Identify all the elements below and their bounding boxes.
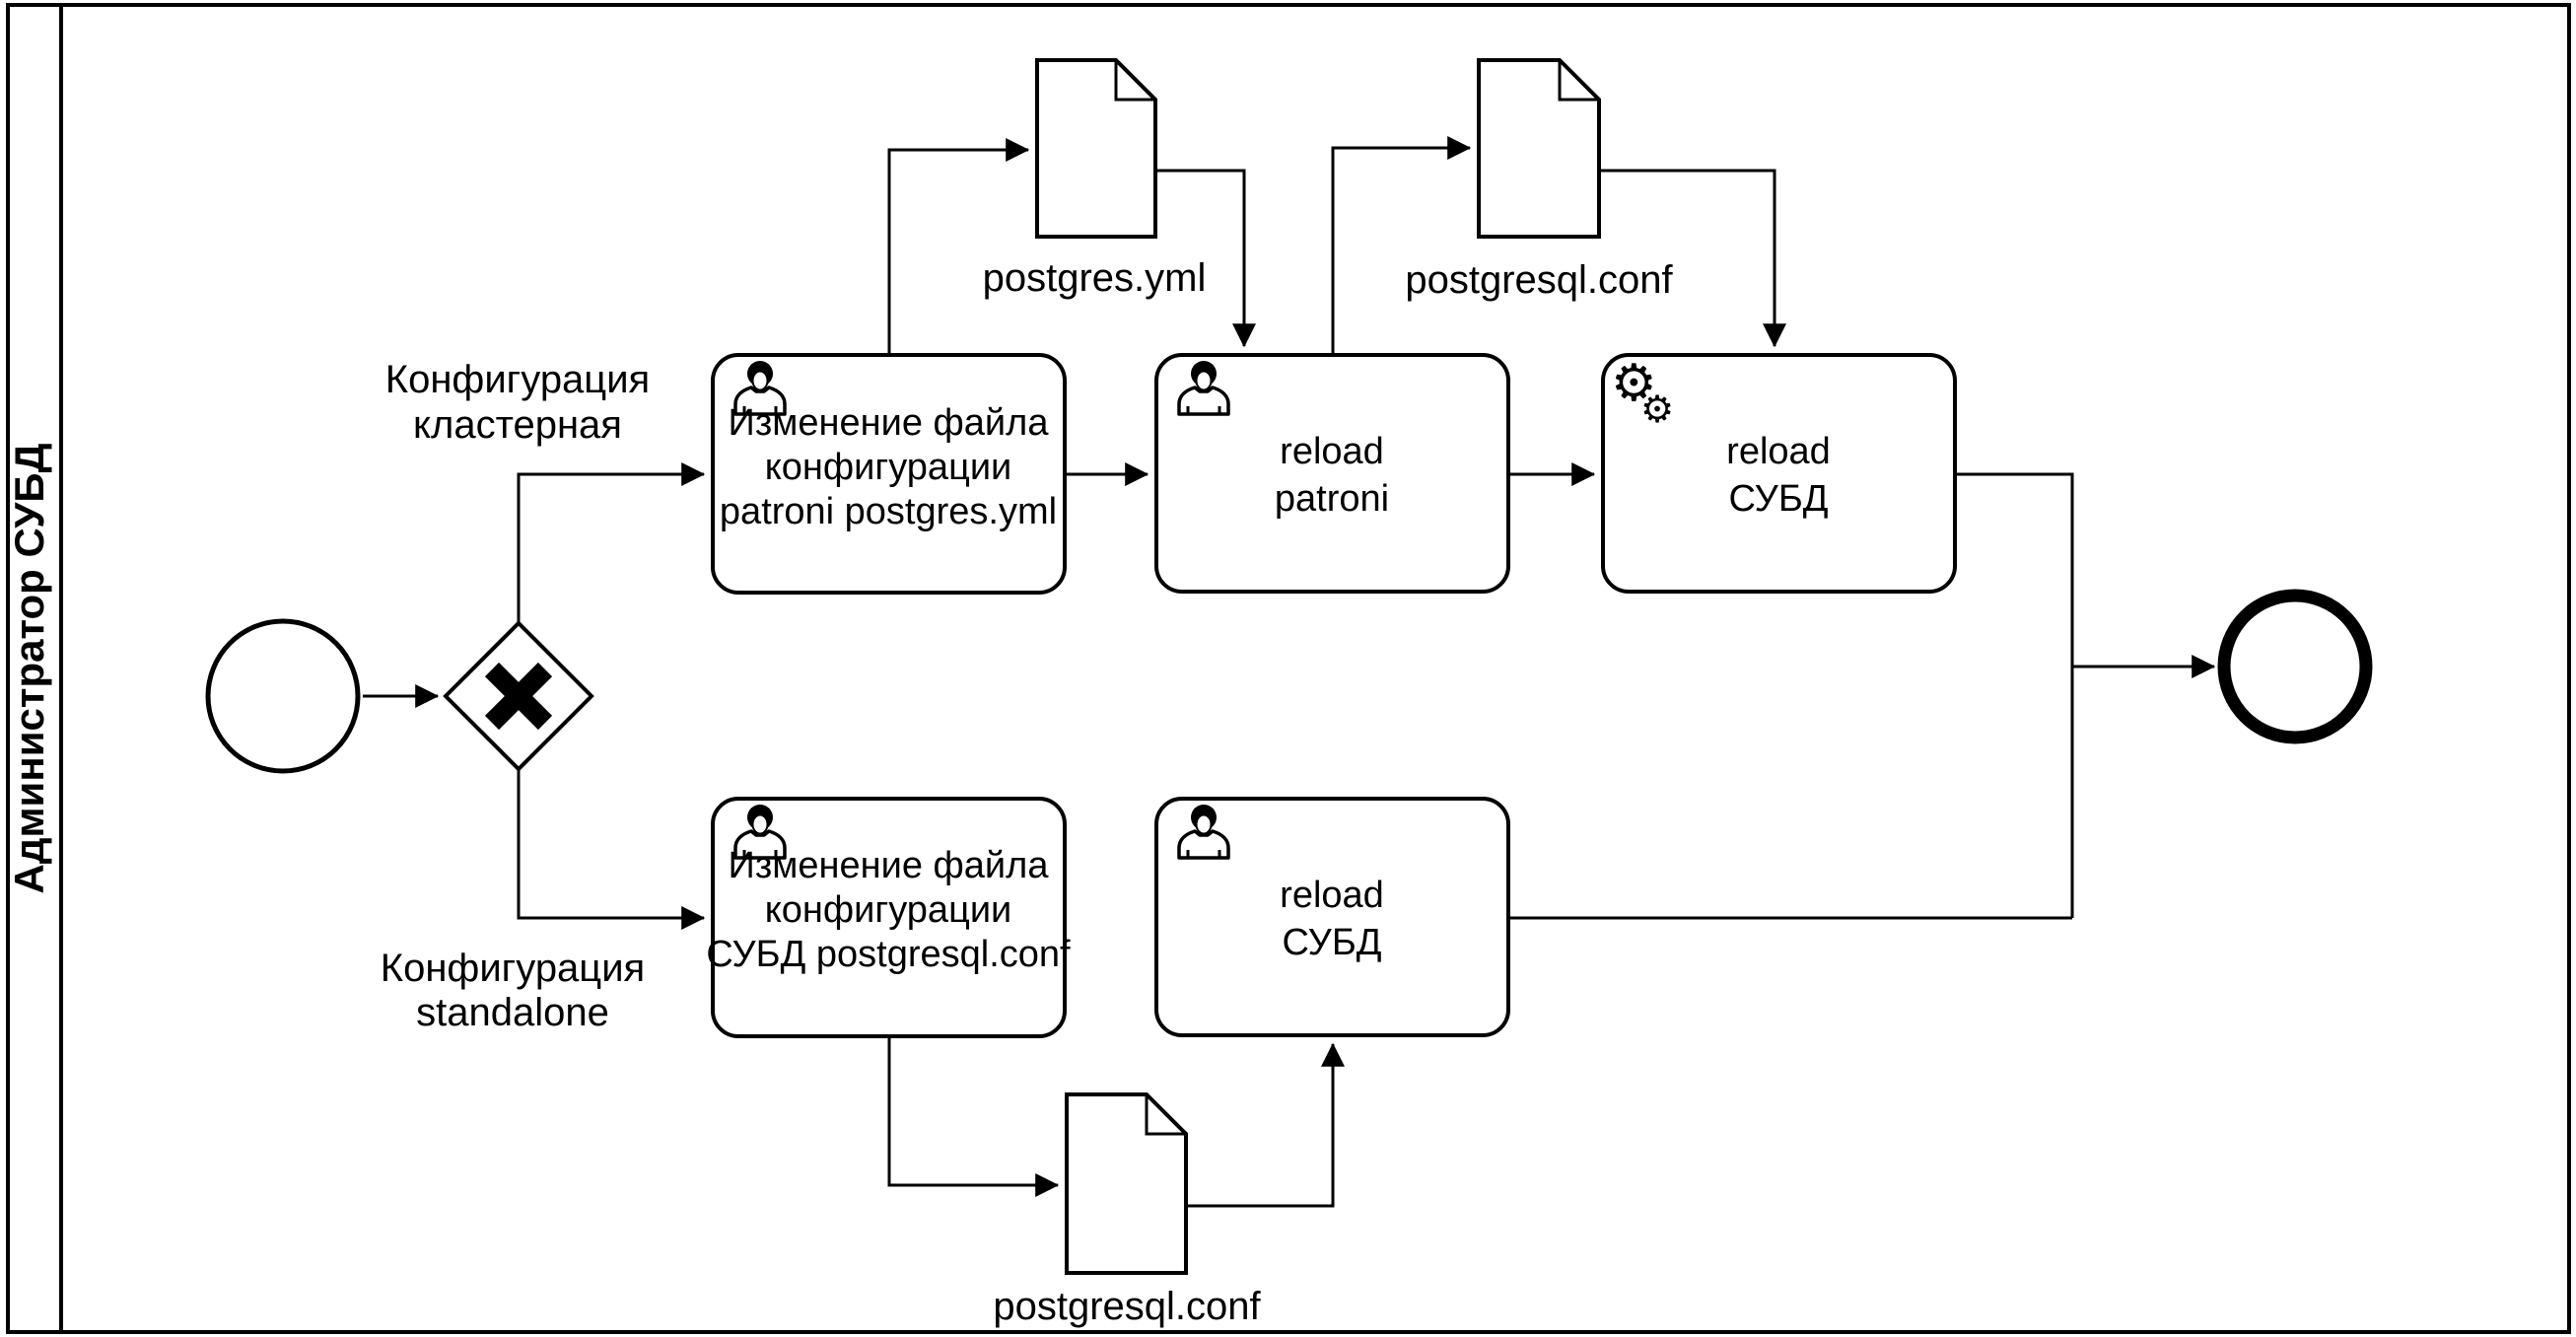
pool bbox=[6, 3, 2571, 1334]
data-object-postgresql-conf-bottom-shape[interactable] bbox=[1065, 1092, 1188, 1275]
user-icon bbox=[1177, 805, 1230, 860]
task-edit-dbms-line2: конфигурации bbox=[765, 889, 1012, 931]
task-reload-patroni-line1: reload bbox=[1280, 431, 1384, 472]
task-edit-dbms-config-box[interactable] bbox=[711, 797, 1067, 1038]
user-icon bbox=[733, 361, 787, 416]
task-reload-dbms-bottom-line2: СУБД bbox=[1283, 922, 1382, 963]
data-flow-edit-dbms-to-postgresql-conf bbox=[887, 1036, 1060, 1197]
gear-glyph-large: ⚙ bbox=[1611, 354, 1657, 413]
task-reload-dbms-bottom-line1: reload bbox=[1280, 875, 1384, 916]
branch-label-cluster: Конфигурация кластерная bbox=[385, 358, 650, 447]
task-reload-patroni-box[interactable] bbox=[1154, 353, 1510, 594]
task-reload-dbms-top[interactable]: ⚙ ⚙ reload СУБД bbox=[1601, 353, 1957, 594]
task-reload-patroni-line2: patroni bbox=[1275, 478, 1389, 520]
data-object-postgresql-conf-top-shape[interactable] bbox=[1477, 58, 1601, 239]
user-icon bbox=[733, 805, 787, 860]
data-flow-postgresql-conf-to-reload-dbms-bottom bbox=[1186, 1042, 1345, 1208]
task-edit-patroni-config-box[interactable] bbox=[711, 353, 1067, 595]
user-icon bbox=[1177, 361, 1230, 416]
data-object-postgres-yml-shape[interactable] bbox=[1035, 58, 1157, 239]
service-gear-icon: ⚙ ⚙ bbox=[1611, 354, 1674, 431]
branch-label-standalone-line2: standalone bbox=[416, 991, 609, 1034]
data-object-postgresql-conf-top-fold bbox=[1558, 60, 1599, 102]
branch-label-standalone: Конфигурация standalone bbox=[381, 947, 645, 1034]
data-object-postgresql-conf-bottom-label: postgresql.conf bbox=[993, 1285, 1261, 1328]
task-edit-dbms-line1: Изменение файла bbox=[729, 845, 1050, 886]
data-object-postgresql-conf-top-label: postgresql.conf bbox=[1405, 258, 1673, 302]
data-flow-postgres-yml-to-reload-patroni bbox=[1155, 169, 1256, 348]
task-edit-dbms-line3: СУБД postgresql.conf bbox=[706, 934, 1071, 975]
data-object-postgresql-conf-top[interactable]: postgresql.conf bbox=[1405, 58, 1674, 302]
task-reload-dbms-bottom-box[interactable] bbox=[1154, 797, 1510, 1037]
data-object-postgres-yml-fold bbox=[1114, 60, 1155, 102]
end-event[interactable] bbox=[2217, 589, 2373, 744]
gear-glyph-small: ⚙ bbox=[1640, 387, 1674, 431]
task-edit-patroni-config[interactable]: Изменение файла конфигурации patroni pos… bbox=[711, 353, 1067, 595]
data-object-postgres-yml-label: postgres.yml bbox=[983, 256, 1207, 300]
task-edit-patroni-line2: конфигурации bbox=[765, 447, 1012, 488]
task-reload-dbms-bottom[interactable]: reload СУБД bbox=[1154, 797, 1510, 1037]
gateway-x-marker bbox=[484, 662, 553, 731]
task-edit-patroni-line1: Изменение файла bbox=[729, 402, 1050, 444]
data-flow-postgresql-conf-to-reload-dbms bbox=[1599, 169, 1786, 348]
branch-label-cluster-line2: кластерная bbox=[413, 403, 622, 447]
data-object-postgres-yml[interactable]: postgres.yml bbox=[983, 58, 1207, 300]
branch-label-cluster-line1: Конфигурация bbox=[385, 358, 650, 401]
data-object-postgresql-conf-bottom[interactable]: postgresql.conf bbox=[993, 1092, 1262, 1328]
task-reload-patroni[interactable]: reload patroni bbox=[1154, 353, 1510, 594]
data-object-postgresql-conf-bottom-fold bbox=[1145, 1094, 1186, 1136]
sequence-flow-gateway-to-edit-dbms bbox=[517, 769, 706, 930]
sequence-flow-reload-dbms-top-to-merge bbox=[1955, 472, 2074, 918]
branch-label-standalone-line1: Конфигурация bbox=[381, 947, 645, 990]
data-flow-reload-patroni-to-postgresql-conf bbox=[1331, 136, 1472, 355]
task-reload-dbms-top-line2: СУБД bbox=[1729, 478, 1829, 520]
start-event[interactable] bbox=[205, 618, 361, 774]
lane-label: Администратор СУБД bbox=[6, 443, 52, 893]
exclusive-gateway[interactable] bbox=[443, 620, 594, 772]
task-edit-patroni-line3: patroni postgres.yml bbox=[720, 491, 1057, 532]
task-reload-dbms-top-box[interactable] bbox=[1601, 353, 1957, 594]
sequence-flow-gateway-to-edit-patroni bbox=[517, 462, 706, 623]
data-flow-edit-patroni-to-postgres-yml bbox=[887, 138, 1030, 355]
task-edit-dbms-config[interactable]: Изменение файла конфигурации СУБД postgr… bbox=[706, 797, 1071, 1038]
task-reload-dbms-top-line1: reload bbox=[1726, 431, 1831, 472]
